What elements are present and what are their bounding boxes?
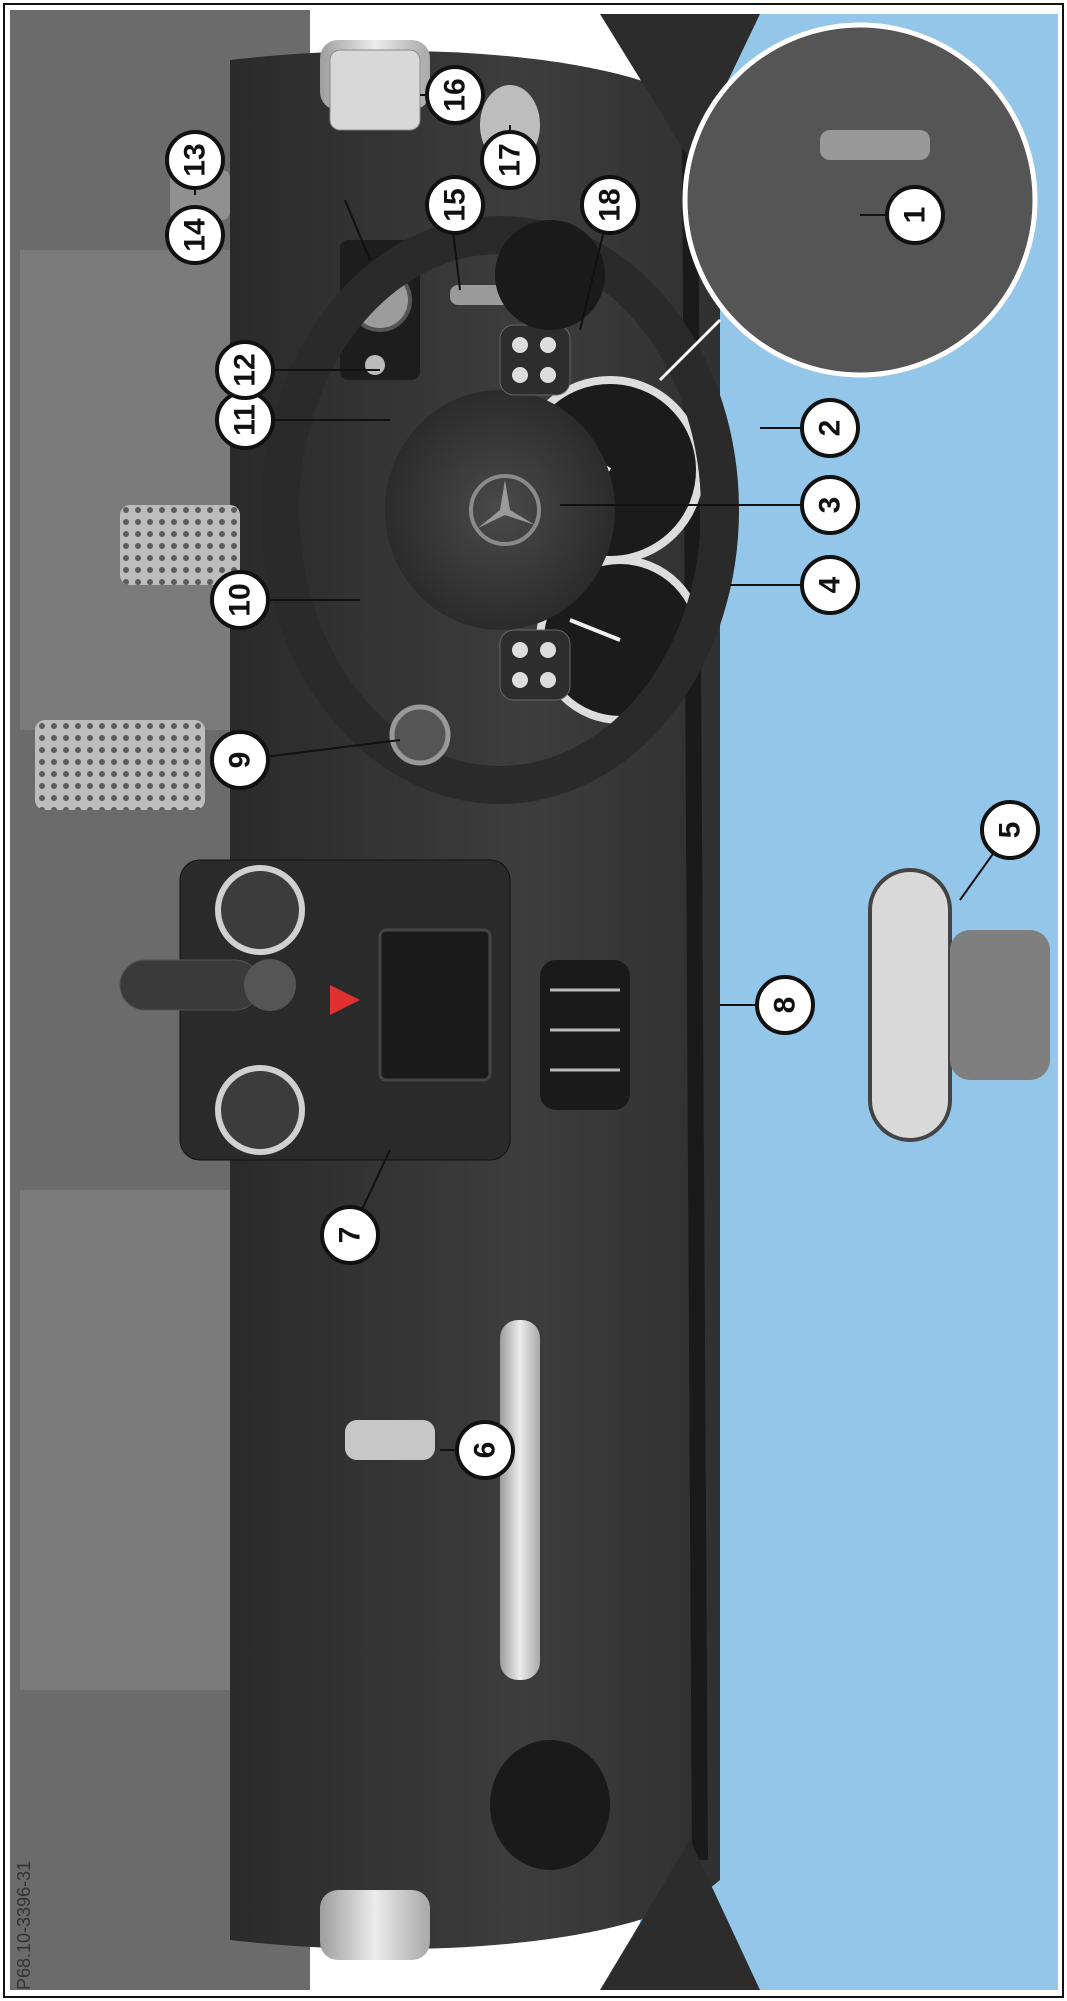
callout-14: 14 bbox=[165, 205, 225, 265]
headlamp-range-knob bbox=[365, 355, 385, 375]
callout-number: 10 bbox=[224, 583, 257, 616]
callout-number: 6 bbox=[469, 1442, 502, 1459]
callout-number: 1 bbox=[899, 207, 932, 224]
detail-inset-connector bbox=[658, 318, 722, 382]
callout-4: 4 bbox=[800, 555, 860, 615]
door-handle-bottom bbox=[320, 1890, 430, 1960]
callout-17: 17 bbox=[480, 130, 540, 190]
callout-number: 9 bbox=[224, 752, 257, 769]
callout-circle bbox=[800, 475, 860, 535]
brake-pedal bbox=[35, 720, 205, 810]
callout-11: 11 bbox=[215, 390, 275, 450]
callout-number: 2 bbox=[814, 420, 847, 437]
glovebox-handle bbox=[345, 1420, 435, 1460]
callout-number: 16 bbox=[439, 78, 472, 111]
center-air-vents bbox=[540, 960, 630, 1110]
window-switch-panel bbox=[329, 49, 421, 131]
callout-number: 5 bbox=[994, 822, 1027, 839]
callout-number: 17 bbox=[494, 143, 527, 176]
callout-circle bbox=[210, 570, 270, 630]
mercedes-star-icon bbox=[478, 480, 535, 528]
accelerator-pedal bbox=[120, 505, 240, 585]
climate-knob-left bbox=[215, 865, 305, 955]
callout-8: 8 bbox=[755, 975, 815, 1035]
callout-5: 5 bbox=[980, 800, 1040, 860]
callout-number: 14 bbox=[179, 218, 212, 252]
gear-selector-lever bbox=[119, 959, 261, 1011]
callout-number: 8 bbox=[769, 997, 802, 1014]
passenger-air-vent bbox=[490, 1740, 610, 1870]
callout-16: 16 bbox=[425, 65, 485, 125]
left-carpet-panel bbox=[20, 250, 270, 730]
callout-6: 6 bbox=[455, 1420, 515, 1480]
callout-circle bbox=[800, 398, 860, 458]
callout-circle bbox=[165, 205, 225, 265]
callout-circle bbox=[210, 730, 270, 790]
callout-circle bbox=[165, 130, 225, 190]
detail-inset-lever bbox=[820, 130, 930, 160]
callout-circle bbox=[215, 340, 275, 400]
detail-inset bbox=[682, 22, 1038, 378]
callout-circle bbox=[320, 1205, 380, 1265]
gear-selector-knob bbox=[244, 959, 296, 1011]
callout-9: 9 bbox=[210, 730, 270, 790]
a-pillar-bottom bbox=[600, 1840, 760, 1990]
callout-circle bbox=[425, 175, 485, 235]
callout-circle bbox=[885, 185, 945, 245]
mercedes-star-emblem bbox=[469, 474, 541, 546]
steering-wheel-buttons-left bbox=[499, 324, 571, 396]
callout-15: 15 bbox=[425, 175, 485, 235]
mirror-mount bbox=[950, 930, 1050, 1080]
callout-13: 13 bbox=[165, 130, 225, 190]
callout-number: 13 bbox=[179, 143, 212, 176]
callout-7: 7 bbox=[320, 1205, 380, 1265]
callout-number: 18 bbox=[594, 188, 627, 221]
tachometer-needle bbox=[569, 618, 621, 642]
steering-wheel-rim bbox=[261, 216, 739, 804]
hazard-warning-button bbox=[330, 985, 360, 1015]
callout-2: 2 bbox=[800, 398, 860, 458]
ignition-lock bbox=[389, 704, 451, 766]
callout-10: 10 bbox=[210, 570, 270, 630]
callout-circle bbox=[755, 975, 815, 1035]
callout-number: 11 bbox=[229, 404, 262, 436]
callout-number: 12 bbox=[229, 353, 262, 386]
audio-display bbox=[378, 928, 492, 1082]
callout-number: 7 bbox=[334, 1227, 367, 1244]
callout-circle bbox=[980, 800, 1040, 860]
callout-circle bbox=[580, 175, 640, 235]
callout-circle bbox=[425, 65, 485, 125]
callout-circle bbox=[480, 130, 540, 190]
driver-air-vent bbox=[495, 220, 605, 330]
steering-wheel-buttons-right bbox=[499, 629, 571, 701]
climate-knob-right bbox=[215, 1065, 305, 1155]
callout-1: 1 bbox=[885, 185, 945, 245]
callout-number: 3 bbox=[814, 497, 847, 514]
callout-circle bbox=[455, 1420, 515, 1480]
callout-3: 3 bbox=[800, 475, 860, 535]
callout-number: 4 bbox=[814, 576, 847, 593]
image-reference-code: P68.10-3396-31 bbox=[14, 1861, 34, 1990]
callout-number: 15 bbox=[439, 188, 472, 221]
callout-18: 18 bbox=[580, 175, 640, 235]
glovebox-trim bbox=[500, 1320, 540, 1680]
callout-12: 12 bbox=[215, 340, 275, 400]
rear-view-mirror bbox=[868, 868, 952, 1142]
windscreen-sky bbox=[640, 14, 1058, 1990]
a-pillar-top bbox=[600, 14, 760, 160]
callout-circle bbox=[800, 555, 860, 615]
